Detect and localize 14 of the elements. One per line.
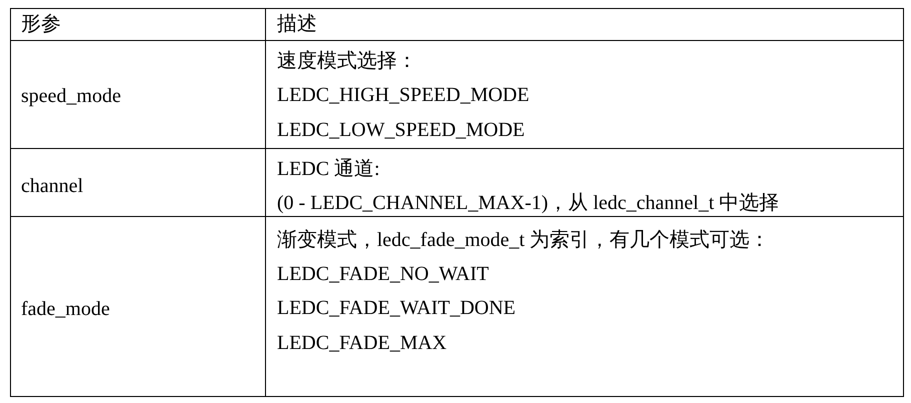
column-header: 描述 bbox=[277, 12, 317, 36]
parameter-name: channel bbox=[21, 174, 84, 198]
description-text: 渐变模式，ledc_fade_mode_t 为索引，有几个模式可选： bbox=[277, 228, 770, 252]
description-text: LEDC_FADE_WAIT_DONE bbox=[277, 296, 516, 320]
parameter-name: fade_mode bbox=[21, 297, 110, 321]
description-text: LEDC_FADE_MAX bbox=[277, 331, 447, 355]
parameter-name: speed_mode bbox=[21, 84, 121, 108]
description-text: (0 - LEDC_CHANNEL_MAX-1)，从 ledc_channel_t 中选择 bbox=[277, 191, 780, 215]
description-text: 速度模式选择： bbox=[277, 49, 417, 73]
description-text: LEDC_LOW_SPEED_MODE bbox=[277, 118, 525, 142]
description-text: LEDC 通道: bbox=[277, 157, 380, 181]
column-header: 形参 bbox=[21, 12, 61, 36]
description-text: LEDC_FADE_NO_WAIT bbox=[277, 262, 489, 286]
description-text: LEDC_HIGH_SPEED_MODE bbox=[277, 83, 530, 107]
